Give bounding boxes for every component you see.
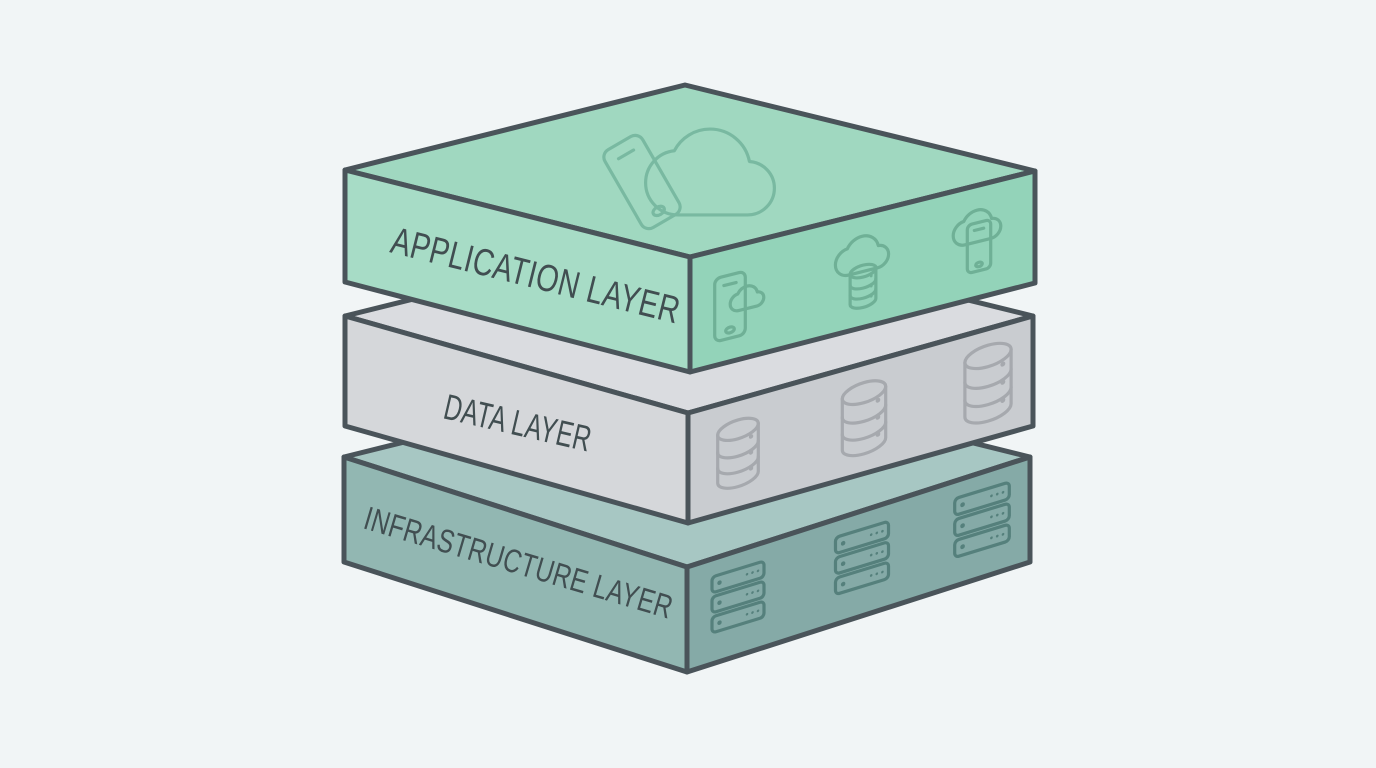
infrastructure-layer-right-face [684,454,1033,675]
application-layer: APPLICATION LAYER [342,82,1038,375]
data-layer-right-face [685,313,1036,526]
